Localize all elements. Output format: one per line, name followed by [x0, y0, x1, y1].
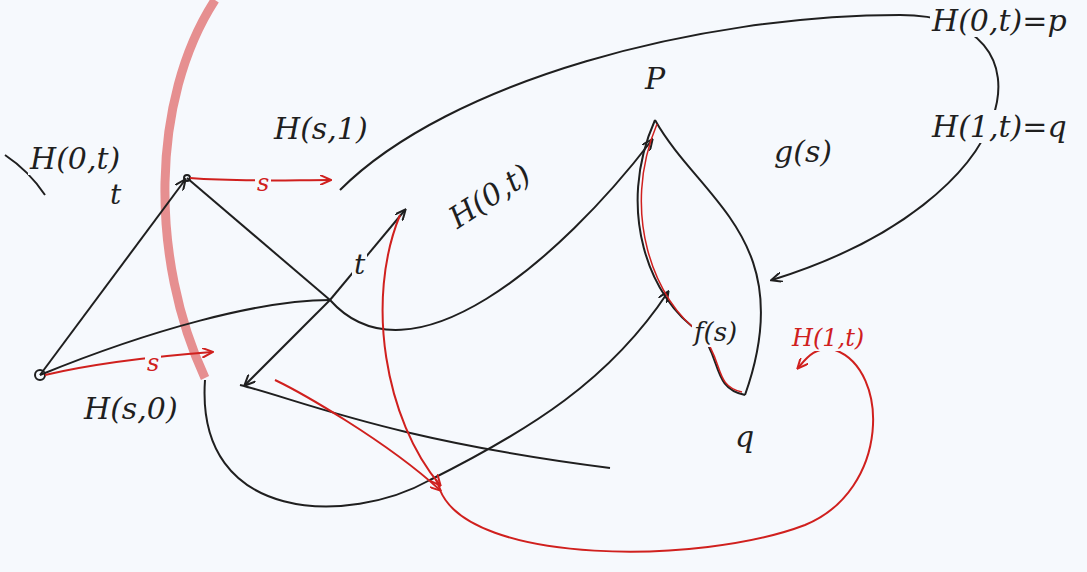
math-label: f(s) [692, 318, 739, 347]
math-label: H(0,t)=p [930, 4, 1069, 37]
math-label: t [352, 250, 367, 281]
math-label: H(0,t) [28, 142, 122, 175]
math-label: H(s,0) [82, 392, 180, 425]
math-label: P [643, 62, 667, 95]
math-label: H(s,1) [272, 112, 370, 145]
math-label: s [255, 170, 271, 196]
math-label: q [733, 420, 756, 453]
homotopy-curves [275, 215, 873, 552]
math-label: t [108, 180, 123, 211]
math-label: H(0,t) [441, 156, 538, 235]
math-label: s [145, 350, 161, 376]
path-curves [638, 120, 761, 395]
map-curves [205, 15, 999, 506]
highlight-arc [165, 0, 215, 378]
math-label: H(1,t) [790, 325, 866, 351]
math-label: H(1,t)=q [930, 110, 1069, 143]
math-label: g(s) [772, 135, 834, 168]
parameter-square [5, 155, 405, 385]
parameter-axes [45, 178, 330, 375]
